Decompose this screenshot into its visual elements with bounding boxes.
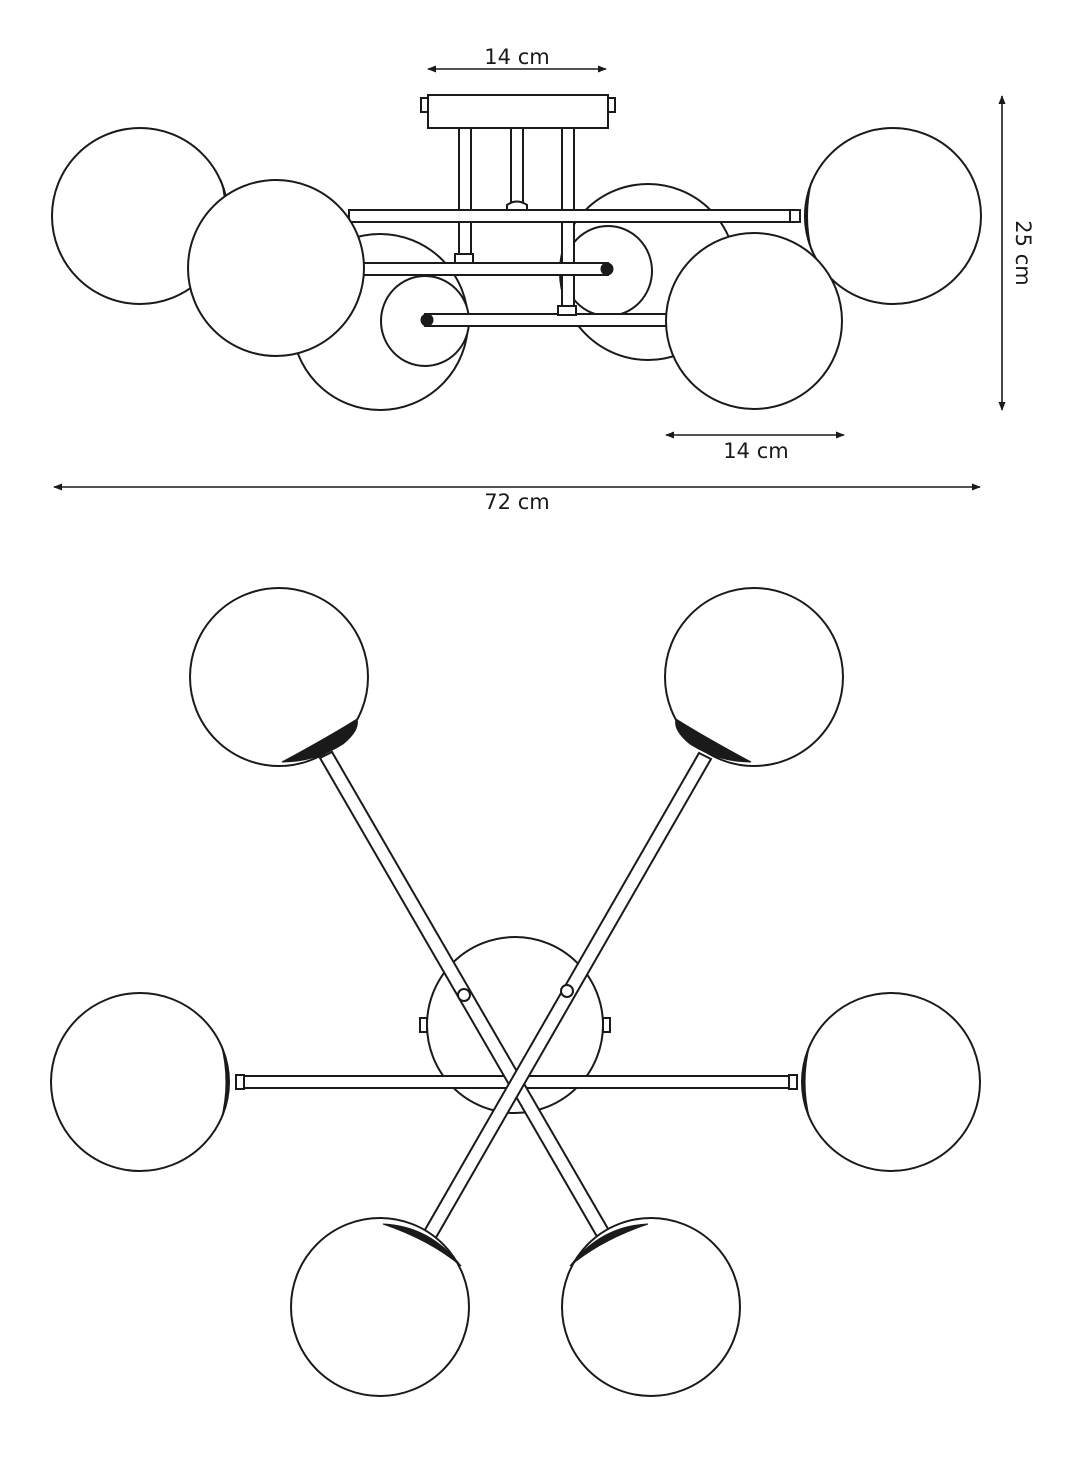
rod-left-joint <box>454 253 474 264</box>
globe-mid-left <box>50 992 230 1172</box>
rod-center <box>510 127 524 205</box>
globe-bottom-right <box>561 1217 741 1397</box>
arm-middle <box>359 262 609 276</box>
canopy-disc-screw-left <box>419 1017 428 1033</box>
canopy-screw-right <box>607 97 616 113</box>
globe-bottom-left <box>290 1217 470 1397</box>
globe-mid-right <box>801 992 981 1172</box>
top-view <box>50 587 981 1397</box>
dim-label-top-width: 14 cm <box>484 45 549 69</box>
globe-top-right <box>664 587 844 767</box>
canopy-screw-left <box>420 97 429 113</box>
canopy-disc-screw-right <box>602 1017 611 1033</box>
arm-joint-1 <box>457 988 471 1002</box>
globe-front-left <box>187 179 365 357</box>
arm-top-right-end <box>789 209 801 223</box>
rod-right-joint <box>557 305 577 316</box>
arm-top <box>348 209 794 223</box>
globe-front-right <box>665 232 843 410</box>
arm-bottom <box>424 313 674 327</box>
arm-middle-end <box>600 262 614 276</box>
globe-bottom-left-cap <box>382 1223 462 1267</box>
rod-left <box>458 127 472 257</box>
ceiling-canopy <box>427 94 609 129</box>
globe-top-left-cap <box>281 718 358 763</box>
side-view: 14 cm 14 cm 72 cm 25 cm <box>51 45 1035 514</box>
dim-label-total-width: 72 cm <box>484 490 549 514</box>
arm-horizontal-end-left <box>235 1074 245 1090</box>
globe-mid-right-cap <box>801 1043 811 1121</box>
globe-top-left <box>189 587 369 767</box>
dim-label-height: 25 cm <box>1011 220 1035 285</box>
globe-mid-left-cap <box>220 1043 230 1121</box>
globe-top-right-cap <box>675 718 752 763</box>
dim-label-globe-width: 14 cm <box>723 439 788 463</box>
arm-horizontal-end-right <box>788 1074 798 1090</box>
globe-outer-right-cap <box>804 179 813 253</box>
globe-bottom-right-cap <box>569 1223 649 1267</box>
arm-joint-2 <box>560 984 574 998</box>
arm-bottom-end <box>420 313 434 327</box>
